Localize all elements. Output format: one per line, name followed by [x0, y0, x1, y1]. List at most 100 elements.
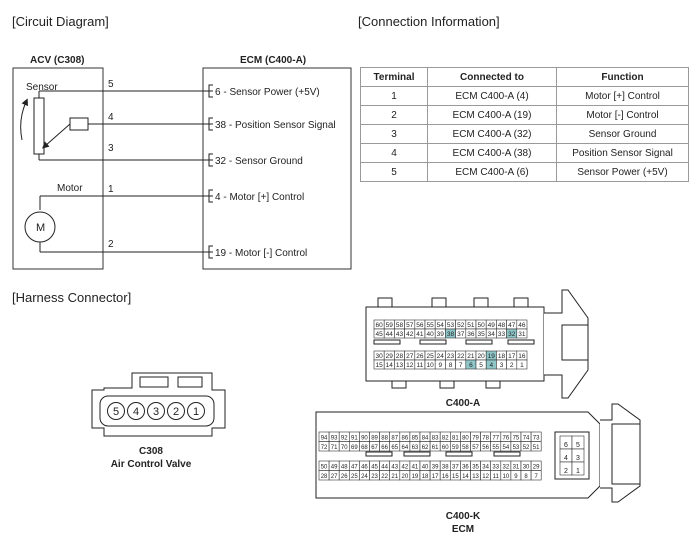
- svg-text:86: 86: [402, 436, 409, 442]
- svg-text:51: 51: [467, 322, 475, 329]
- connector-pin: 79: [470, 431, 481, 442]
- svg-text:37: 37: [457, 331, 465, 338]
- connection-info-heading: [Connection Information]: [358, 14, 500, 29]
- connector-pin: 29: [530, 460, 542, 471]
- connector-pin: 24: [359, 470, 370, 481]
- svg-text:39: 39: [432, 465, 439, 471]
- c308-pin: 1: [187, 402, 205, 420]
- connector-pin: 55: [424, 319, 436, 330]
- cell-terminal: 1: [360, 86, 428, 106]
- connector-pin: 37: [449, 460, 461, 471]
- connector-pin: 42: [399, 460, 411, 471]
- connector-pin: 22: [379, 470, 391, 481]
- svg-text:83: 83: [432, 436, 439, 442]
- connector-pin: 22: [455, 350, 467, 361]
- connector-pin: 58: [394, 319, 405, 330]
- connector-pin: 1: [516, 359, 528, 370]
- svg-text:33: 33: [498, 331, 506, 338]
- connector-pin: 51: [465, 319, 477, 330]
- connector-pin: 37: [455, 328, 467, 339]
- svg-text:66: 66: [381, 445, 388, 451]
- svg-text:5: 5: [113, 406, 119, 418]
- cell-function: Sensor Ground: [556, 124, 689, 144]
- connector-pin: 3: [571, 448, 585, 463]
- svg-text:47: 47: [351, 465, 358, 471]
- svg-text:77: 77: [492, 436, 499, 442]
- svg-text:13: 13: [396, 362, 404, 369]
- svg-text:23: 23: [447, 353, 455, 360]
- svg-text:75: 75: [513, 436, 520, 442]
- c308-name: C308: [139, 446, 163, 457]
- svg-text:54: 54: [503, 445, 510, 451]
- svg-text:26: 26: [341, 474, 348, 480]
- connector-pin: 36: [465, 328, 477, 339]
- cell-terminal: 4: [360, 143, 428, 163]
- connector-pin: 27: [328, 470, 340, 481]
- svg-text:1: 1: [193, 406, 199, 418]
- connector-pin: 33: [490, 460, 502, 471]
- svg-text:55: 55: [492, 445, 499, 451]
- svg-text:25: 25: [351, 474, 358, 480]
- svg-text:57: 57: [472, 445, 479, 451]
- svg-text:87: 87: [391, 436, 398, 442]
- svg-text:9: 9: [438, 362, 442, 369]
- connector-pin: 52: [520, 441, 532, 452]
- svg-text:2: 2: [510, 362, 514, 369]
- connector-pin: 32: [500, 460, 512, 471]
- svg-text:10: 10: [426, 362, 434, 369]
- svg-text:18: 18: [498, 353, 506, 360]
- connector-pin: 23: [445, 350, 456, 361]
- connector-pin: 72: [318, 441, 330, 452]
- svg-text:72: 72: [321, 445, 328, 451]
- connector-pin: 91: [348, 431, 360, 442]
- wire-pin-5: 5: [108, 79, 114, 90]
- connector-pin: 44: [379, 460, 391, 471]
- connector-pin: 43: [394, 328, 405, 339]
- connector-pin: 53: [510, 441, 522, 452]
- svg-text:34: 34: [482, 465, 489, 471]
- svg-text:17: 17: [432, 474, 439, 480]
- connector-pin: 10: [500, 470, 512, 481]
- svg-text:43: 43: [391, 465, 398, 471]
- c308-pin: 5: [107, 402, 125, 420]
- svg-text:13: 13: [472, 474, 479, 480]
- connector-pin: 54: [434, 319, 446, 330]
- connector-pin: 6: [465, 359, 477, 370]
- connector-pin: 35: [475, 328, 487, 339]
- cell-terminal: 5: [360, 162, 428, 182]
- wire-pin-1: 1: [108, 184, 114, 195]
- connector-pin: 2: [559, 461, 573, 476]
- svg-text:58: 58: [462, 445, 469, 451]
- svg-text:2: 2: [173, 406, 179, 418]
- svg-text:80: 80: [462, 436, 469, 442]
- svg-text:15: 15: [452, 474, 459, 480]
- table-row: 4 ECM C400-A (38) Position Sensor Signal: [360, 143, 689, 163]
- acv-box: [12, 67, 104, 270]
- connector-pin: 12: [480, 470, 492, 481]
- ecm-label-sensor-power: 6 - Sensor Power (+5V): [215, 87, 320, 98]
- wire-pin-4: 4: [108, 112, 114, 123]
- cell-function: Sensor Power (+5V): [556, 162, 689, 182]
- svg-text:68: 68: [361, 445, 368, 451]
- svg-text:91: 91: [351, 436, 358, 442]
- connector-pin: 67: [369, 441, 380, 452]
- svg-text:12: 12: [482, 474, 489, 480]
- connector-pin: 31: [516, 328, 528, 339]
- svg-text:26: 26: [416, 353, 424, 360]
- ecm-terminal-brackets: [208, 84, 213, 259]
- svg-text:57: 57: [406, 322, 414, 329]
- connector-pin: 59: [449, 441, 461, 452]
- c308-pin: 3: [147, 402, 165, 420]
- svg-text:41: 41: [416, 331, 424, 338]
- connector-pin: 7: [530, 470, 542, 481]
- connector-pin: 30: [373, 350, 385, 361]
- connector-pin: 82: [439, 431, 451, 442]
- svg-text:35: 35: [472, 465, 479, 471]
- connector-pin: 16: [516, 350, 528, 361]
- svg-text:50: 50: [321, 465, 328, 471]
- table-row: 1 ECM C400-A (4) Motor [+] Control: [360, 86, 689, 106]
- acv-title: ACV (C308): [30, 55, 84, 66]
- connector-pin: 39: [434, 328, 446, 339]
- connector-pin: 8: [445, 359, 456, 370]
